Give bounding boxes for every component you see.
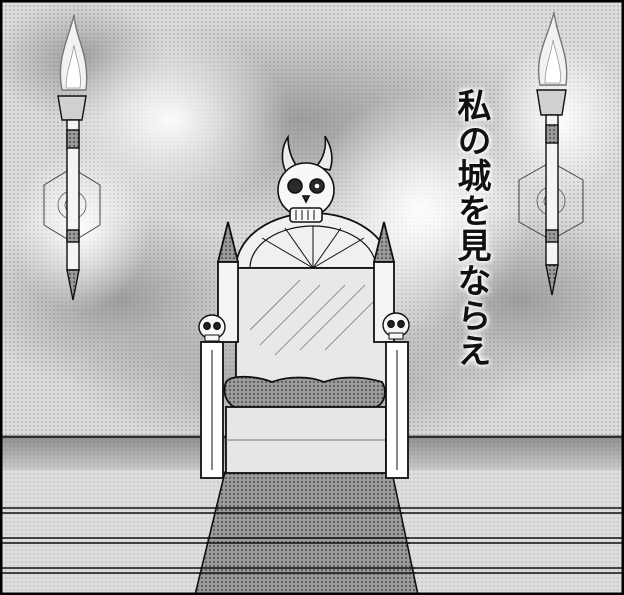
horned-skull bbox=[277, 134, 335, 223]
right-torch bbox=[518, 11, 584, 296]
speech-text: 私の城を見ならえ bbox=[451, 88, 491, 368]
right-arm-skull bbox=[382, 312, 410, 340]
throne bbox=[200, 212, 409, 479]
left-arm-skull bbox=[198, 314, 226, 342]
left-torch bbox=[43, 14, 101, 301]
carpet bbox=[194, 471, 419, 595]
